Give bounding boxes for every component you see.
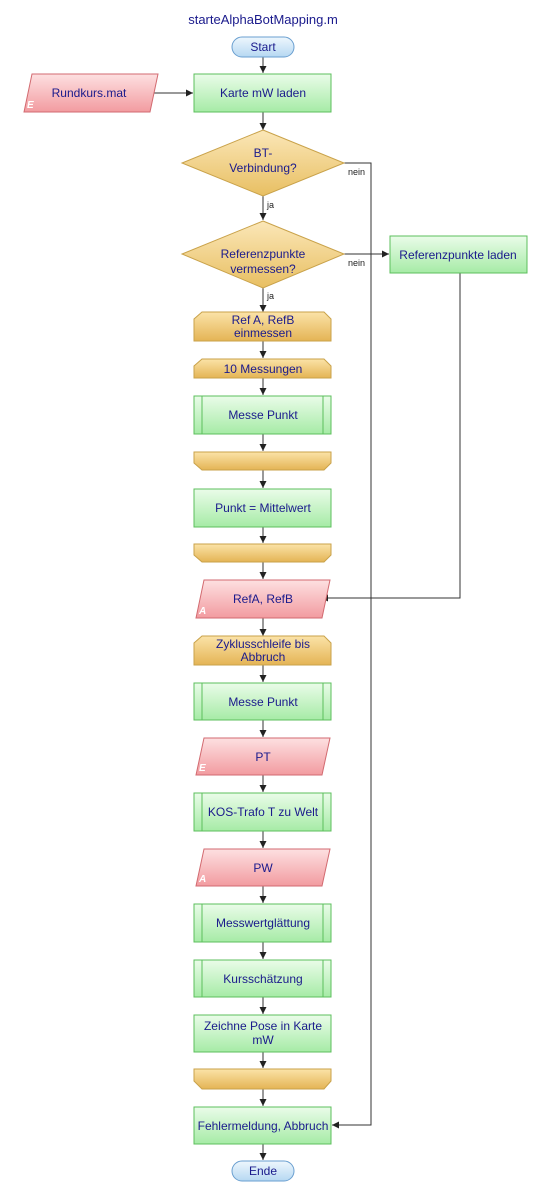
loop-end-zyklusschleife[interactable] [193, 1068, 332, 1090]
decision-bt-verbindung[interactable]: BT- Verbindung? [180, 129, 346, 197]
loop3-line2: Abbruch [241, 650, 286, 664]
loop-start-ref-einmessen[interactable]: Ref A, RefB einmessen [193, 311, 332, 342]
edge-label-ref-yes: ja [266, 291, 274, 301]
output-pw-marker: A [198, 874, 206, 885]
process-mittelwert-label: Punkt = Mittelwert [215, 501, 311, 515]
decision-ref-line1: Referenzpunkte [221, 247, 306, 261]
kos-trafo-label: KOS-Trafo T zu Welt [208, 805, 319, 819]
process-punkt-mittelwert[interactable]: Punkt = Mittelwert [193, 488, 332, 528]
input-rundkurs-label: Rundkurs.mat [52, 86, 127, 100]
loop3-line1: Zyklusschleife bis [216, 637, 310, 651]
edge-label-ref-no: nein [348, 258, 365, 268]
input-pt-marker: E [199, 763, 206, 774]
loop-start-zyklusschleife[interactable]: Zyklusschleife bis Abbruch [193, 635, 332, 666]
process-zeichne-pose[interactable]: Zeichne Pose in Karte mW [193, 1014, 332, 1053]
process-karte-laden-label: Karte mW laden [220, 86, 306, 100]
edge-label-bt-no: nein [348, 167, 365, 177]
edge-bt-no-fehler [332, 162, 372, 1129]
process-ref-laden-label: Referenzpunkte laden [399, 248, 516, 262]
decision-referenzpunkte[interactable]: Referenzpunkte vermessen? [180, 220, 346, 289]
input-pt[interactable]: E PT [195, 737, 331, 776]
loop2-label: 10 Messungen [224, 362, 303, 376]
output-pw-label: PW [253, 861, 273, 875]
subprocess-messe-punkt-2[interactable]: Messe Punkt [193, 682, 332, 721]
zeichne-line1: Zeichne Pose in Karte [204, 1019, 322, 1033]
process-referenzpunkte-laden[interactable]: Referenzpunkte laden [389, 235, 528, 274]
loop1-line2: einmessen [234, 326, 292, 340]
output-refa-refb[interactable]: A RefA, RefB [195, 579, 331, 619]
process-karte-laden[interactable]: Karte mW laden [193, 73, 332, 113]
loop-end-10-messungen[interactable] [193, 451, 332, 471]
loop1-line1: Ref A, RefB [232, 313, 295, 327]
subprocess-kursschaetzung[interactable]: Kursschätzung [193, 959, 332, 998]
output-pw[interactable]: A PW [195, 848, 331, 887]
loop-end-ref-einmessen[interactable] [193, 543, 332, 563]
messe-punkt-1-label: Messe Punkt [228, 408, 298, 422]
output-ref-marker: A [198, 606, 206, 617]
end-terminal[interactable]: Ende [231, 1160, 295, 1182]
subprocess-messe-punkt-1[interactable]: Messe Punkt [193, 395, 332, 435]
input-marker: E [27, 100, 34, 111]
messwert-label: Messwertglättung [216, 916, 310, 930]
messe-punkt-2-label: Messe Punkt [228, 695, 298, 709]
decision-bt-line2: Verbindung? [229, 161, 297, 175]
subprocess-messwertglaettung[interactable]: Messwertglättung [193, 903, 332, 943]
end-label: Ende [249, 1164, 277, 1178]
start-terminal[interactable]: Start [231, 36, 295, 58]
loop-start-10-messungen[interactable]: 10 Messungen [193, 358, 332, 379]
fehler-label: Fehlermeldung, Abbruch [198, 1119, 329, 1133]
start-label: Start [250, 40, 276, 54]
decision-bt-line1: BT- [254, 146, 273, 160]
input-rundkurs[interactable]: E Rundkurs.mat [23, 73, 159, 113]
diagram-title: starteAlphaBotMapping.m [188, 12, 338, 27]
kurs-label: Kursschätzung [223, 972, 302, 986]
output-ref-label: RefA, RefB [233, 592, 293, 606]
edge-laden-output [321, 273, 461, 602]
edges [152, 57, 461, 1160]
zeichne-line2: mW [252, 1033, 274, 1047]
edge-label-bt-yes: ja [266, 200, 274, 210]
input-pt-label: PT [255, 750, 271, 764]
decision-ref-line2: vermessen? [230, 262, 296, 276]
process-fehlermeldung[interactable]: Fehlermeldung, Abbruch [193, 1106, 332, 1145]
subprocess-kos-trafo[interactable]: KOS-Trafo T zu Welt [193, 792, 332, 832]
